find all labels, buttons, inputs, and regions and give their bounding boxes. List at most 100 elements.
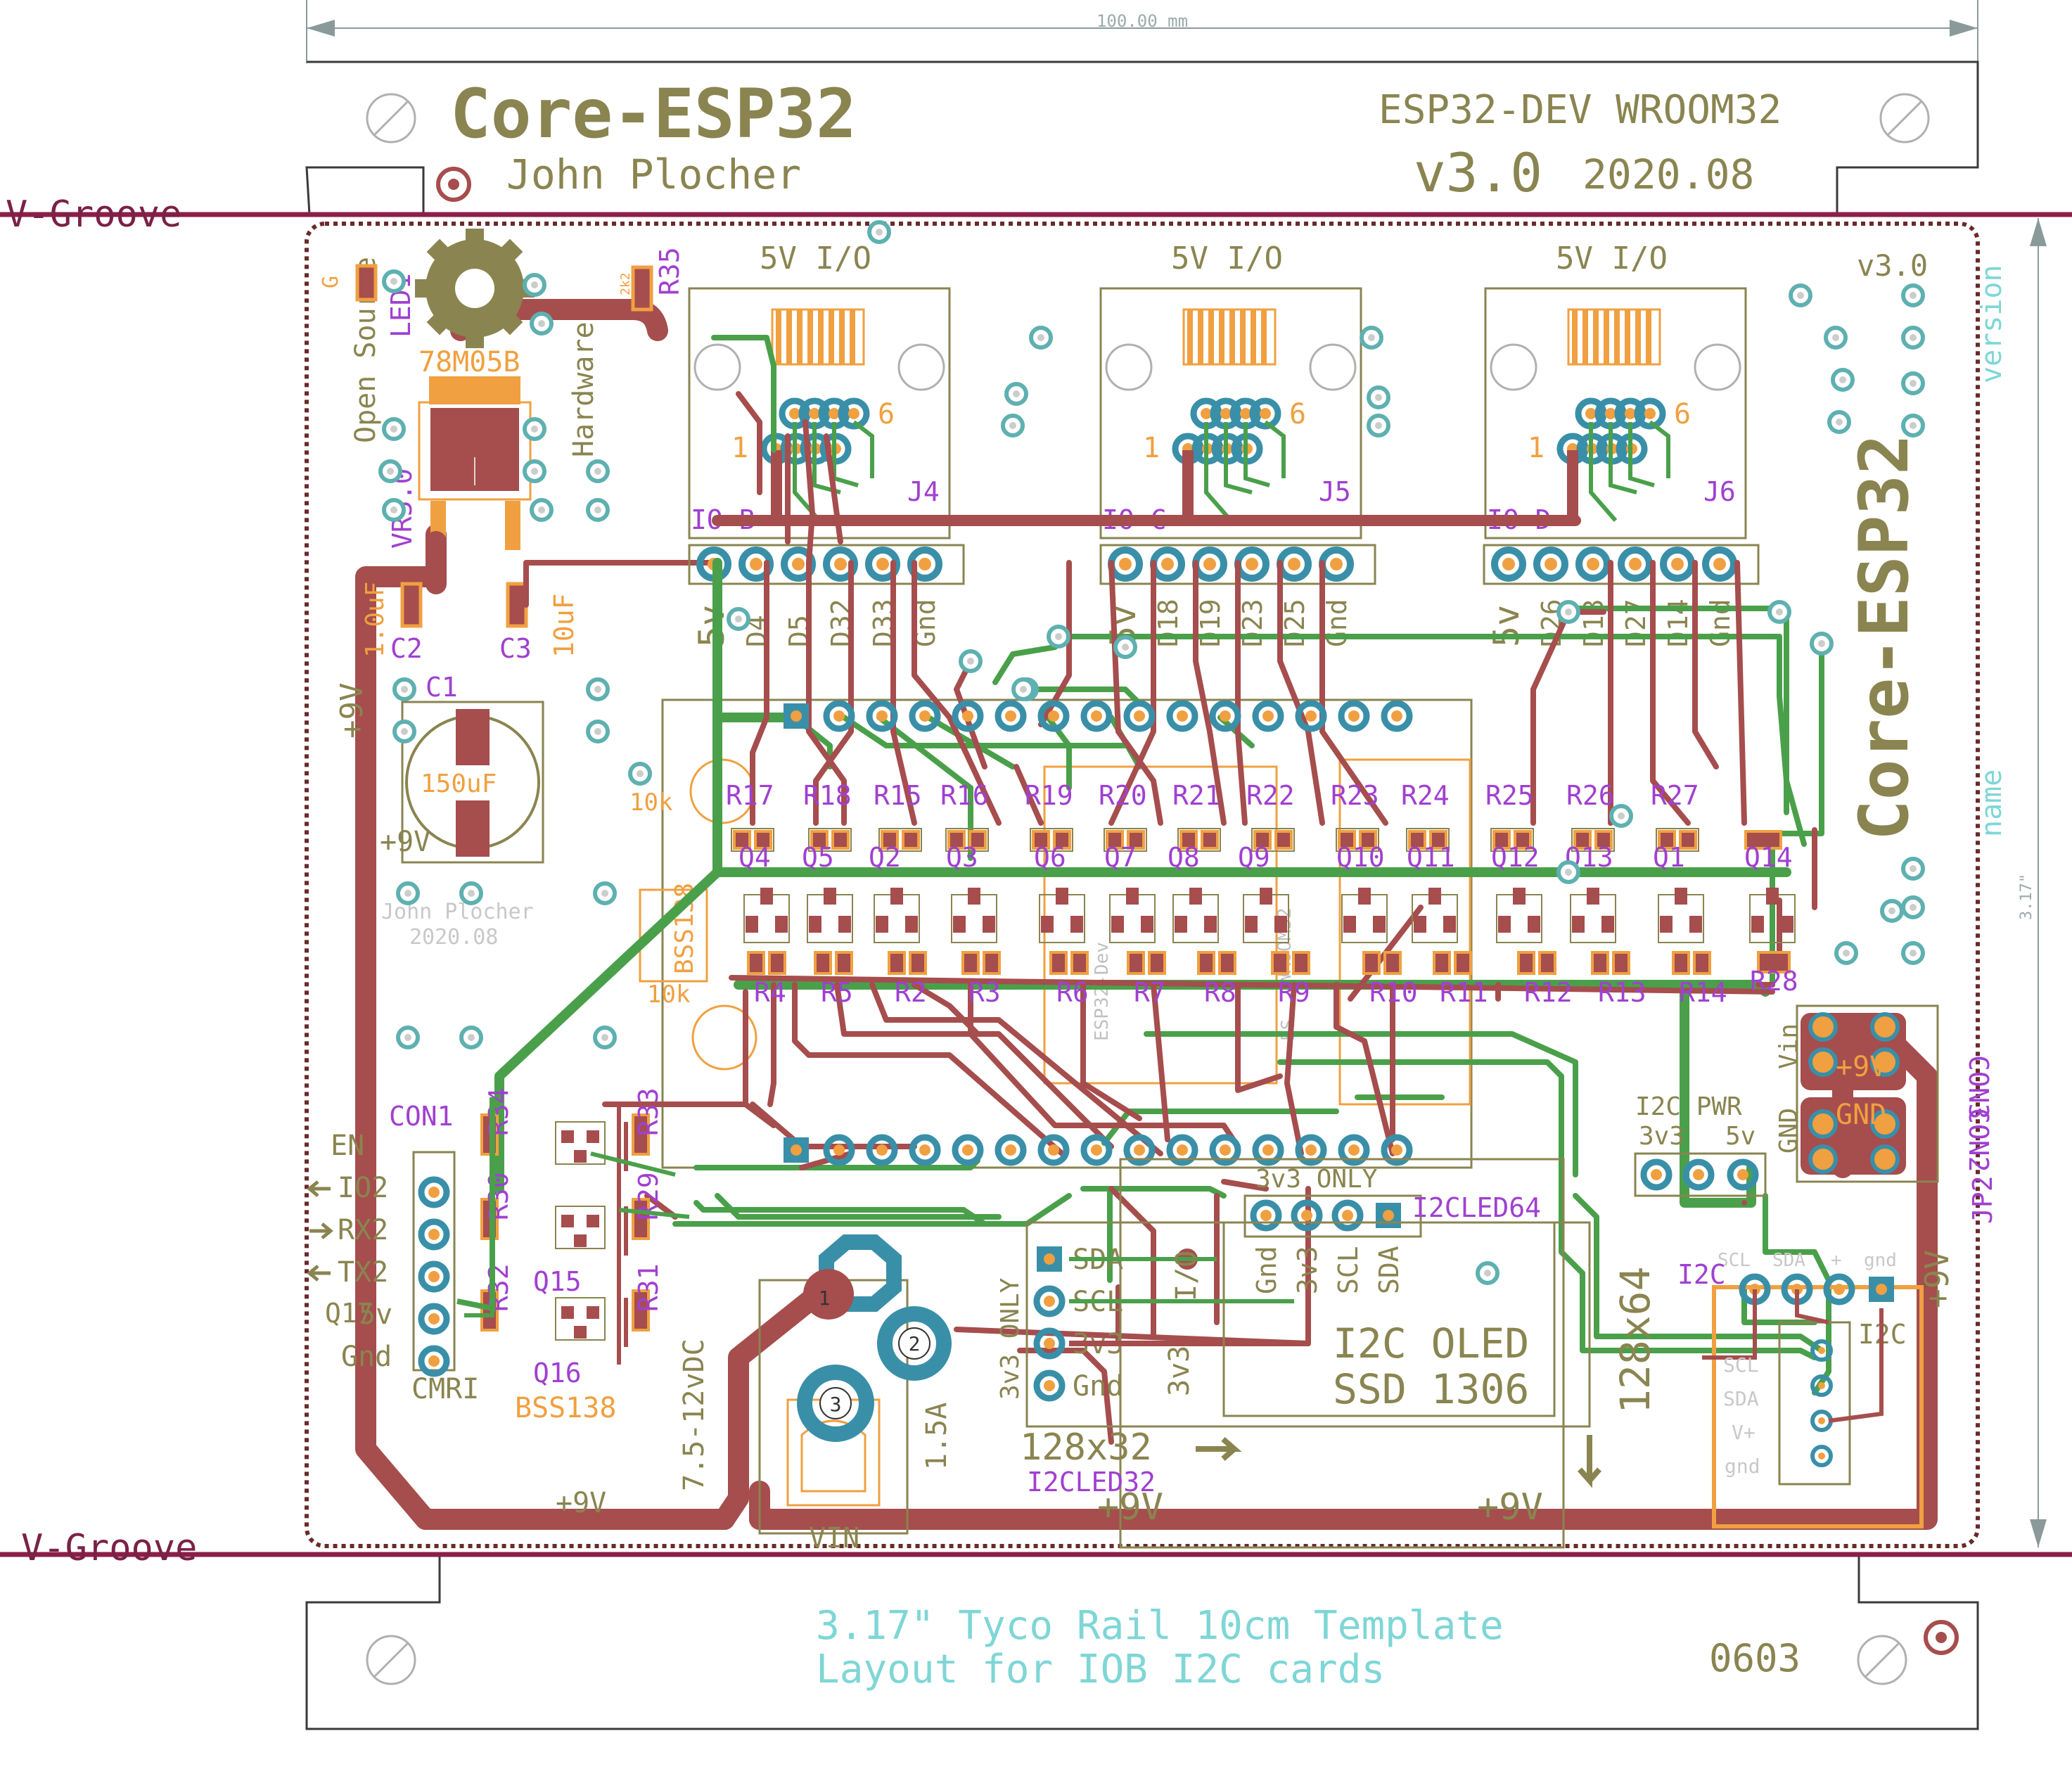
- transistor-q14: Q14: [1744, 842, 1796, 943]
- resistor-label: R20: [1099, 780, 1147, 811]
- resistor-label: R6: [1056, 977, 1089, 1008]
- transistor-q1: Q1: [1653, 842, 1704, 943]
- esp32-pin-bottom: [823, 1134, 855, 1166]
- oled64-pin: [1250, 1199, 1282, 1232]
- esp32-header-rows: [784, 700, 1413, 1166]
- oled64-ref: I2CLED64: [1412, 1192, 1541, 1223]
- transistor-q11: Q11: [1407, 842, 1458, 943]
- vin-current: 1.5A: [921, 1403, 953, 1470]
- resistor-label: R12: [1524, 977, 1573, 1008]
- transistor-label: Q8: [1168, 842, 1200, 873]
- io-header-pin: Gnd: [1319, 547, 1354, 647]
- title-version: v3.0: [1414, 141, 1542, 204]
- r28-label: R28: [1750, 966, 1798, 997]
- via: [1556, 600, 1580, 624]
- ghost-r-bottom: 10k: [647, 981, 690, 1009]
- via: [523, 273, 546, 297]
- transistor-q8: Q8: [1168, 842, 1219, 943]
- cmri-title: CMRI: [411, 1373, 479, 1405]
- transistor-label: Q2: [869, 842, 901, 873]
- esp32-pin-top: [1381, 700, 1413, 732]
- io-header-pin: D25: [1277, 547, 1312, 647]
- r35-value: 2k2: [618, 272, 633, 295]
- ghost-r-top: 10k: [629, 788, 672, 817]
- ghost-bss138: [639, 888, 708, 983]
- jack-pin-first-2: 1: [1143, 432, 1160, 464]
- jack-pin-last-2: 6: [1289, 398, 1306, 430]
- io-pin-label: 5v: [691, 605, 732, 647]
- vin-barrel-jack: 1 2 3 VIN 7.5-12vDC 1.5A: [678, 1234, 953, 1554]
- regulator-78m05: 78M05B VR5.0: [387, 346, 532, 550]
- io-header-pin: D19: [1192, 547, 1227, 647]
- c3-value: 10uF: [549, 593, 580, 658]
- i2c-ref: I2C: [1677, 1259, 1726, 1290]
- jp2-pin: [1682, 1158, 1715, 1191]
- cmri-resistor-label: R33: [633, 1087, 664, 1136]
- terminal-vin: Vin: [1774, 1023, 1803, 1069]
- template-line-2: Layout for IOB I2C cards: [816, 1647, 1385, 1692]
- via: [459, 1026, 483, 1049]
- i2c-pwr-3v3: 3v3: [1639, 1122, 1684, 1151]
- resistor-label: R5: [821, 977, 853, 1008]
- i2c-side-pin: [1810, 1374, 1833, 1397]
- transistor-q4: Q4: [738, 842, 790, 943]
- via: [382, 269, 406, 293]
- resistor-r21: R21: [1172, 780, 1221, 852]
- resistor-label: R8: [1204, 977, 1236, 1008]
- resistor-r23: R23: [1331, 780, 1379, 852]
- transistor-label: Q14: [1744, 842, 1793, 873]
- template-line-1: 3.17" Tyco Rail 10cm Template: [816, 1603, 1504, 1649]
- via: [1901, 895, 1925, 919]
- resistor-label: R14: [1679, 977, 1727, 1008]
- jack-contact: [1634, 397, 1666, 430]
- io-pin-label: D25: [1279, 599, 1310, 647]
- cmri-resistor-label: R31: [633, 1263, 664, 1312]
- jack-contact: [1249, 397, 1281, 430]
- oled64-pin: [1291, 1199, 1323, 1232]
- via: [1047, 625, 1070, 649]
- vin-pin1: 1: [819, 1286, 831, 1310]
- via: [727, 607, 750, 631]
- via: [382, 417, 406, 441]
- resistor-r27: R27: [1651, 780, 1699, 852]
- transistor-label: Q3: [946, 842, 978, 873]
- oled64-size: 128x64: [1611, 1266, 1659, 1414]
- resistor-r7: R7: [1127, 951, 1166, 1008]
- via: [586, 459, 610, 483]
- oled32-io: I/O: [1170, 1251, 1203, 1301]
- i2c-side-gnd: gnd: [1725, 1455, 1760, 1478]
- transistor-label: Q5: [802, 842, 834, 873]
- resistor-label: R24: [1401, 780, 1450, 811]
- cmri-pin-label: IO2: [338, 1172, 388, 1204]
- esp32-pin-bottom: [909, 1134, 941, 1166]
- oled32-ref: I2CLED32: [1027, 1467, 1156, 1498]
- io-header-pin: D13: [1575, 547, 1611, 647]
- rail-label-c1: +9V: [380, 826, 430, 858]
- i2c-top-scl: SCL: [1718, 1250, 1751, 1271]
- oled64-name: I2C OLED: [1333, 1320, 1529, 1367]
- resistor-r2: R2: [888, 951, 927, 1008]
- resistor-label: R13: [1598, 977, 1646, 1008]
- resistor-label: R25: [1485, 780, 1534, 811]
- via: [1901, 326, 1925, 350]
- c3-label: C3: [499, 633, 532, 664]
- io-header-pin: D27: [1618, 547, 1653, 647]
- via: [1011, 677, 1035, 701]
- oled32-note: 3v3 ONLY: [996, 1277, 1025, 1400]
- cmri-resistor-label: R30: [483, 1172, 514, 1220]
- vin-range: 7.5-12vDC: [678, 1339, 710, 1491]
- v-groove-bottom-label: V-Groove: [21, 1527, 197, 1569]
- transistor-q2: Q2: [869, 842, 920, 943]
- part-size-label: 0603: [1709, 1636, 1801, 1680]
- cmri-resistor-label: R32: [483, 1263, 514, 1312]
- vias: [378, 220, 1925, 1285]
- resistor-label: R11: [1440, 977, 1488, 1008]
- oled32-size: 128x32: [1020, 1426, 1152, 1469]
- io-header-pin: D14: [1660, 547, 1695, 647]
- resistor-label: R9: [1278, 977, 1310, 1008]
- io-pin-label: 5v: [1486, 605, 1527, 647]
- i2c-top-plus: +: [1831, 1250, 1842, 1271]
- via: [392, 720, 416, 743]
